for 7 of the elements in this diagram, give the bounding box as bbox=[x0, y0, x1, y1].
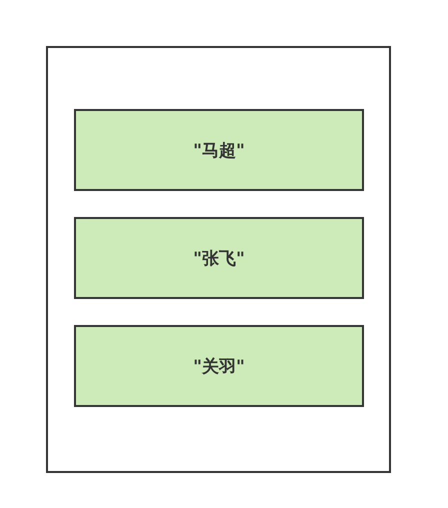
text-box bbox=[74, 217, 364, 299]
text-box bbox=[74, 109, 364, 191]
text-box bbox=[74, 325, 364, 407]
box-label: "关羽" bbox=[193, 356, 245, 378]
box-label: "张飞" bbox=[193, 248, 245, 270]
box-label: "马超" bbox=[193, 140, 245, 162]
container-box bbox=[46, 46, 391, 473]
